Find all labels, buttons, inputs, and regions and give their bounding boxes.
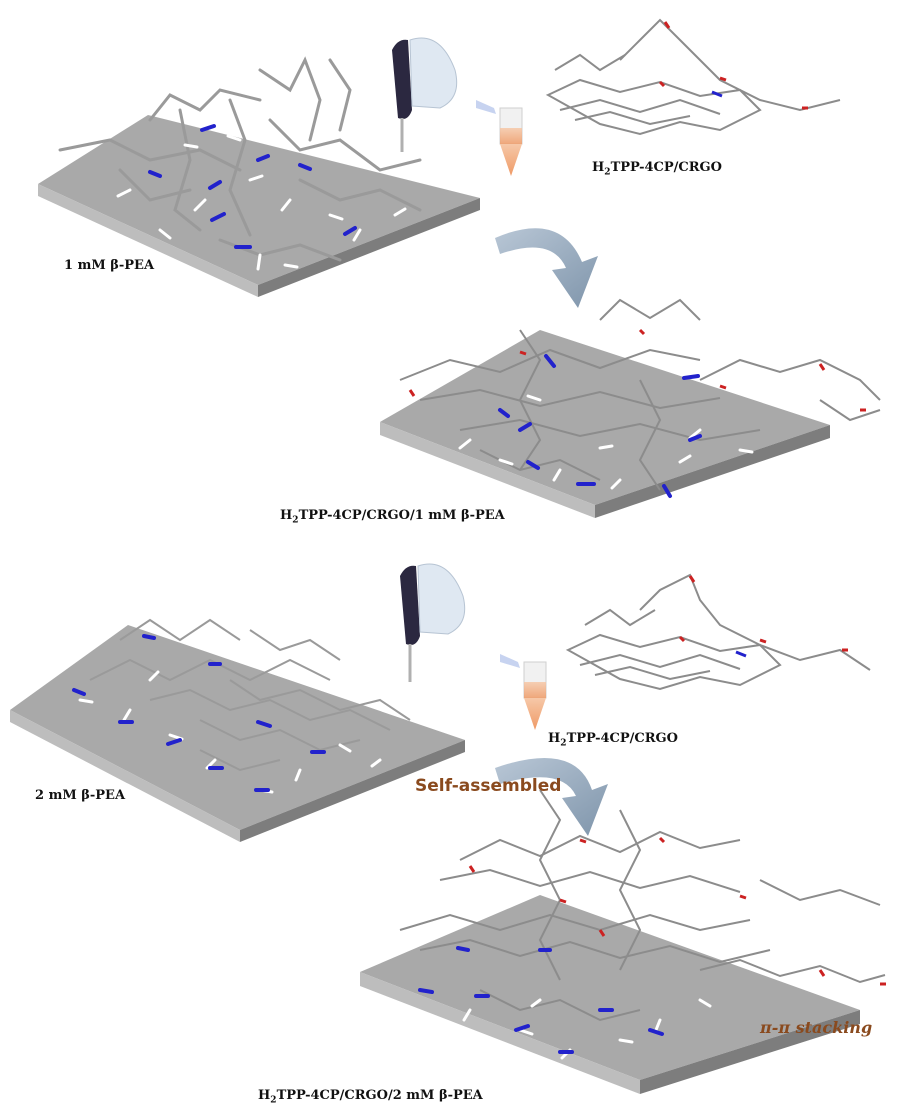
label-complex-top-h: H bbox=[592, 160, 605, 175]
label-pi-stacking: π-π stacking bbox=[760, 1018, 873, 1037]
curved-arrow-2 bbox=[495, 757, 608, 836]
label-complex-bottom-rest: TPP-4CP/CRGO bbox=[566, 731, 678, 746]
oxygen-atoms-result-1mm bbox=[408, 328, 866, 412]
label-2mm-pea: 2 mM β-PEA bbox=[35, 788, 126, 803]
label-complex-top: H2TPP-4CP/CRGO bbox=[592, 160, 722, 178]
label-result-1mm-h: H bbox=[280, 508, 293, 523]
label-self-assembled: Self-assembled bbox=[415, 776, 562, 796]
curved-arrow-1 bbox=[495, 228, 598, 308]
pipette-icon bbox=[392, 37, 458, 152]
beta-pea-molecules-2mm bbox=[89, 618, 411, 772]
label-complex-top-sub: 2 bbox=[604, 167, 611, 178]
label-complex-bottom: H2TPP-4CP/CRGO bbox=[548, 731, 678, 749]
nitrogen-atoms-top bbox=[711, 90, 723, 98]
h2tpp-crgo-complex-top bbox=[545, 18, 841, 136]
sample-tube-icon-2 bbox=[500, 654, 547, 730]
label-complex-bottom-h: H bbox=[548, 731, 561, 746]
label-result-2mm: H2TPP-4CP/CRGO/2 mM β-PEA bbox=[258, 1088, 483, 1106]
pipette-icon-2 bbox=[400, 563, 466, 682]
substrate-2mm bbox=[10, 625, 465, 842]
label-result-1mm-rest: TPP-4CP/CRGO/1 mM β-PEA bbox=[298, 508, 505, 523]
oxygen-atoms-result-2mm bbox=[468, 836, 886, 986]
label-complex-bottom-sub: 2 bbox=[560, 738, 567, 749]
nitrogen-atoms-result-2mm bbox=[418, 946, 664, 1054]
assembled-molecules-2mm bbox=[399, 789, 886, 1022]
sample-tube-icon bbox=[476, 100, 523, 176]
substrate-result-1mm bbox=[380, 330, 830, 518]
oxygen-atoms-top bbox=[658, 21, 808, 110]
nitrogen-atoms-result-1mm bbox=[498, 354, 702, 498]
substrate-1mm bbox=[38, 115, 480, 297]
label-1mm-pea: 1 mM β-PEA bbox=[64, 258, 155, 273]
label-result-2mm-h: H bbox=[258, 1088, 271, 1103]
label-result-1mm-sub: 2 bbox=[292, 515, 299, 526]
nitrogen-atoms-1mm bbox=[148, 124, 357, 249]
label-result-2mm-rest: TPP-4CP/CRGO/2 mM β-PEA bbox=[276, 1088, 483, 1103]
nitrogen-atoms-2mm bbox=[72, 634, 326, 792]
hydrogen-ticks-1mm bbox=[116, 134, 407, 271]
label-result-1mm: H2TPP-4CP/CRGO/1 mM β-PEA bbox=[280, 508, 505, 526]
label-complex-top-rest: TPP-4CP/CRGO bbox=[610, 160, 722, 175]
label-result-2mm-sub: 2 bbox=[270, 1095, 277, 1106]
hydrogen-ticks-result-1mm bbox=[458, 394, 754, 490]
substrate-result-2mm bbox=[360, 895, 860, 1094]
oxygen-atoms-bottom bbox=[678, 575, 848, 652]
h2tpp-crgo-complex-bottom bbox=[565, 573, 871, 691]
nitrogen-atoms-bottom bbox=[735, 650, 747, 658]
